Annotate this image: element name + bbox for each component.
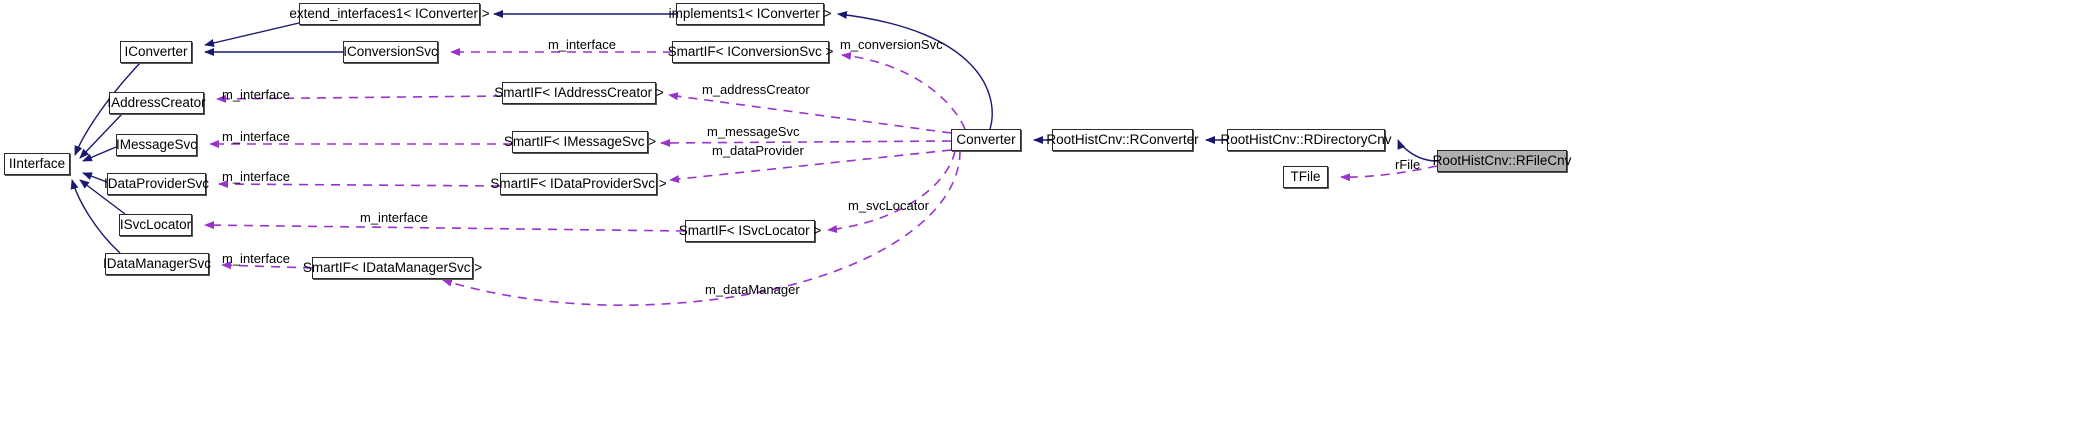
class-node-isvclocator[interactable]: ISvcLocator xyxy=(119,214,192,236)
class-node-iinterface[interactable]: IInterface xyxy=(4,153,70,175)
edge-label-m_dataProvider: m_dataProvider xyxy=(712,143,804,158)
edge-label-m_messageSvc: m_messageSvc xyxy=(707,124,800,139)
class-node-tfile[interactable]: TFile xyxy=(1283,166,1328,188)
edge-label-m_conversionSvc: m_conversionSvc xyxy=(840,37,943,52)
class-node-idataprovidersvc[interactable]: IDataProviderSvc xyxy=(104,173,209,195)
class-node-extend_interfaces1[interactable]: extend_interfaces1< IConverter > xyxy=(289,3,490,25)
class-node-smartif_iaddr[interactable]: SmartIF< IAddressCreator > xyxy=(494,82,664,104)
class-node-rdirectorycnv[interactable]: RootHistCnv::RDirectoryCnv xyxy=(1220,129,1392,151)
edge-label-m_interface_imessagesvc: m_interface xyxy=(222,129,290,144)
class-node-iconversionsvc[interactable]: IConversionSvc xyxy=(343,41,438,63)
class-node-smartif_iconv[interactable]: SmartIF< IConversionSvc > xyxy=(668,41,833,63)
edge-label-m_interface_isvclocator: m_interface xyxy=(360,210,428,225)
class-node-imessagesvc[interactable]: IMessageSvc xyxy=(116,134,197,156)
class-node-converter[interactable]: Converter xyxy=(951,129,1021,151)
edge-label-m_addressCreator: m_addressCreator xyxy=(702,82,810,97)
class-node-smartif_idm[interactable]: SmartIF< IDataManagerSvc > xyxy=(303,257,482,279)
edge-label-m_interface_iaddresscreator: m_interface xyxy=(222,87,290,102)
class-node-implements1[interactable]: implements1< IConverter > xyxy=(669,3,831,25)
edge-label-m_interface_iconversionsvc: m_interface xyxy=(548,37,616,52)
edge-label-m_interface_idataprovider: m_interface xyxy=(222,169,290,184)
class-node-rfilecnv[interactable]: RootHistCnv::RFileCnv xyxy=(1433,150,1571,172)
class-node-smartif_imsg[interactable]: SmartIF< IMessageSvc > xyxy=(504,131,656,153)
edge-label-rfile: rFile xyxy=(1395,157,1421,172)
class-node-smartif_isvc[interactable]: SmartIF< ISvcLocator > xyxy=(679,220,821,242)
class-node-iconverter[interactable]: IConverter xyxy=(120,41,192,63)
class-node-idatamanagersvc[interactable]: IDataManagerSvc xyxy=(103,253,211,275)
edge-label-m_dataManager: m_dataManager xyxy=(705,282,800,297)
inheritance-edges xyxy=(70,10,1438,254)
usage-edges xyxy=(204,48,1438,307)
class-node-iaddresscreator[interactable]: IAddressCreator xyxy=(107,92,206,114)
edge-label-m_svcLocator: m_svcLocator xyxy=(848,198,929,213)
edge-label-m_interface_idatamanager: m_interface xyxy=(222,251,290,266)
class-node-smartif_idp[interactable]: SmartIF< IDataProviderSvc > xyxy=(490,173,667,195)
class-node-rconverter[interactable]: RootHistCnv::RConverter xyxy=(1046,129,1199,151)
